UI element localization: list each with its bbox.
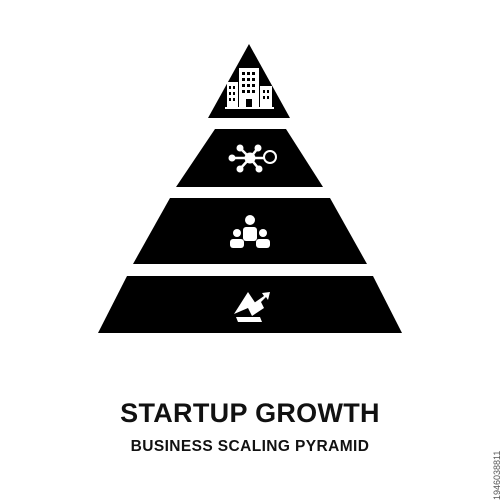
pyramid-tier-3 xyxy=(133,198,367,264)
office-building-icon xyxy=(225,68,274,109)
growth-arrow-icon xyxy=(234,292,270,322)
network-nodes-icon xyxy=(228,144,277,173)
pyramid-tier-2 xyxy=(176,129,323,187)
team-people-icon xyxy=(230,215,270,248)
stock-image-id: 1946038811 xyxy=(492,450,500,500)
pyramid-tier-top xyxy=(208,44,290,118)
diagram-title: STARTUP GROWTH xyxy=(120,398,380,428)
pyramid-tier-bottom xyxy=(98,276,402,333)
diagram-subtitle: BUSINESS SCALING PYRAMID xyxy=(130,438,370,455)
